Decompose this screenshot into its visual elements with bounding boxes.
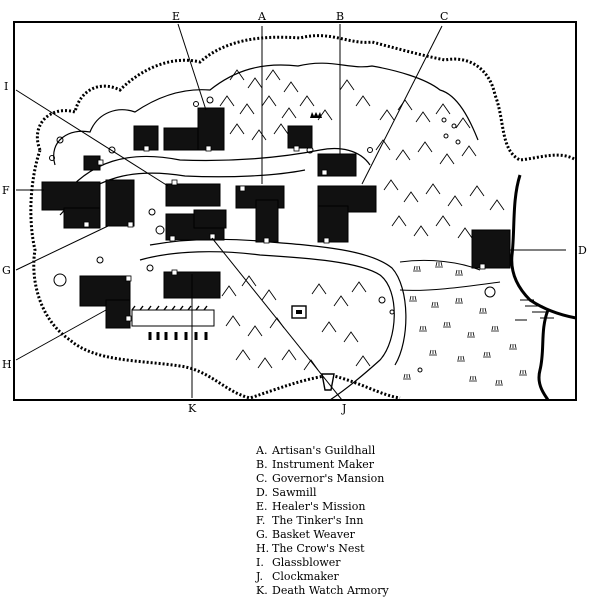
legend-item-j: J. Clockmaker (256, 570, 389, 584)
legend-letter: K. (256, 584, 268, 597)
legend-label: Artisan's Guildhall (272, 444, 376, 457)
legend-item-f: F. The Tinker's Inn (256, 514, 389, 528)
legend-letter: H. (256, 542, 270, 555)
legend-item-h: H.The Crow's Nest (256, 542, 389, 556)
legend-label: Clockmaker (272, 570, 339, 583)
legend-letter: C. (256, 472, 268, 485)
callout-f: F (2, 184, 10, 197)
crown-marker (310, 112, 322, 118)
palisade-posts (131, 305, 208, 311)
palisade (131, 309, 215, 327)
legend-label: The Tinker's Inn (272, 514, 364, 527)
legend-label: Healer's Mission (272, 500, 366, 513)
legend-item-e: E. Healer's Mission (256, 500, 389, 514)
legend-item-i: I. Glassblower (256, 556, 389, 570)
callout-j: J (341, 402, 346, 415)
legend-item-d: D. Sawmill (256, 486, 389, 500)
legend-label: Basket Weaver (272, 528, 355, 541)
legend-label: The Crow's Nest (272, 542, 365, 555)
callout-d: D (578, 244, 587, 257)
legend-letter: I. (256, 556, 264, 569)
legend-label: Death Watch Armory (272, 584, 389, 597)
legend-letter: F. (256, 514, 266, 527)
building-doors (83, 145, 486, 322)
legend-label: Instrument Maker (272, 458, 375, 471)
leader-lines (15, 23, 566, 401)
legend-letter: G. (256, 528, 268, 541)
callout-g: G (2, 264, 11, 277)
forest-boundary (29, 34, 577, 400)
legend-letter: J. (256, 570, 264, 583)
legend-item-a: A. Artisan's Guildhall (256, 444, 389, 458)
legend-letter: B. (256, 458, 268, 471)
callout-h: H (2, 358, 12, 371)
river (510, 174, 577, 401)
legend-label: Glassblower (272, 556, 341, 569)
trees-row (148, 332, 208, 340)
legend-item-g: G. Basket Weaver (256, 528, 389, 542)
legend-item-b: B. Instrument Maker (256, 458, 389, 472)
legend-item-c: C. Governor's Mansion (256, 472, 389, 486)
legend-label: Sawmill (272, 486, 317, 499)
callout-k: K (188, 402, 197, 415)
legend-label: Governor's Mansion (272, 472, 385, 485)
legend-letter: D. (256, 486, 268, 499)
callout-b: B (336, 10, 344, 23)
map-legend: A. Artisan's Guildhall B. Instrument Maker… (256, 444, 389, 598)
callout-e: E (172, 10, 180, 23)
callout-i: I (4, 80, 8, 93)
callout-c: C (440, 10, 448, 23)
legend-letter: A. (256, 444, 268, 457)
legend-letter: E. (256, 500, 268, 513)
shrubs (49, 96, 496, 373)
legend-item-k: K. Death Watch Armory (256, 584, 389, 598)
town-map: A B C D E F G H I J K (2, 10, 587, 415)
forest-inner-edge (53, 62, 479, 166)
callout-a: A (257, 10, 267, 23)
south-road (139, 251, 395, 401)
river-ripples (515, 299, 554, 321)
